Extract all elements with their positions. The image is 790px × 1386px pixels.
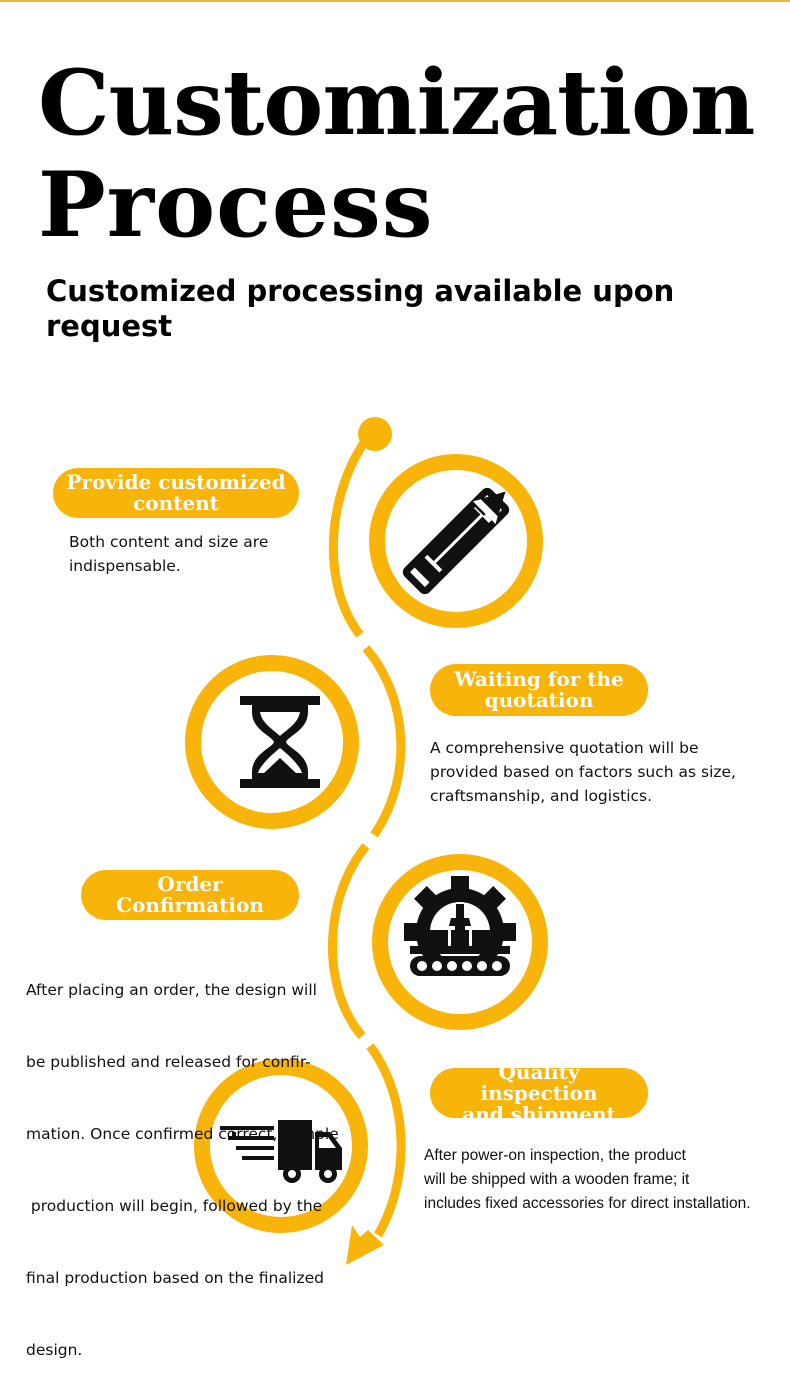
timeline-path: [328, 437, 406, 1238]
step-3-description: After placing an order, the design will …: [26, 981, 339, 1359]
process-flow-graphic: [185, 417, 548, 1265]
page-subtitle: Customized processing available upon req…: [46, 274, 675, 343]
step-2-description: A comprehensive quotation will be provid…: [430, 739, 736, 805]
step-4-title-line2: and shipment: [462, 1101, 616, 1126]
step-3-title-line2: Confirmation: [116, 893, 264, 917]
hourglass-icon: [240, 696, 320, 788]
pencil-ruler-icon: [402, 487, 510, 595]
timeline-arrow-head: [346, 1225, 384, 1265]
step-2-title-line2: quotation: [484, 688, 594, 712]
page-title-line2: Process: [38, 152, 434, 258]
delivery-truck-icon: [220, 1120, 342, 1183]
step-4-description: After power-on inspection, the product w…: [424, 1147, 751, 1212]
step-1-title-line2: content: [133, 491, 219, 515]
step-4-title-line1: Quality inspection: [480, 1059, 598, 1105]
step-3-title-line1: Order: [157, 872, 223, 896]
factory-gear-icon: [404, 876, 516, 976]
step-1-description: Both content and size are indispensable.: [69, 533, 269, 575]
top-divider: [0, 0, 790, 2]
step-1-title-line1: Provide customized: [66, 470, 286, 494]
page-title-line1: Customization: [38, 50, 755, 156]
step-2-title-line1: Waiting for the: [454, 667, 624, 691]
step-2-circle: [185, 655, 359, 829]
timeline-start-dot: [358, 417, 392, 451]
